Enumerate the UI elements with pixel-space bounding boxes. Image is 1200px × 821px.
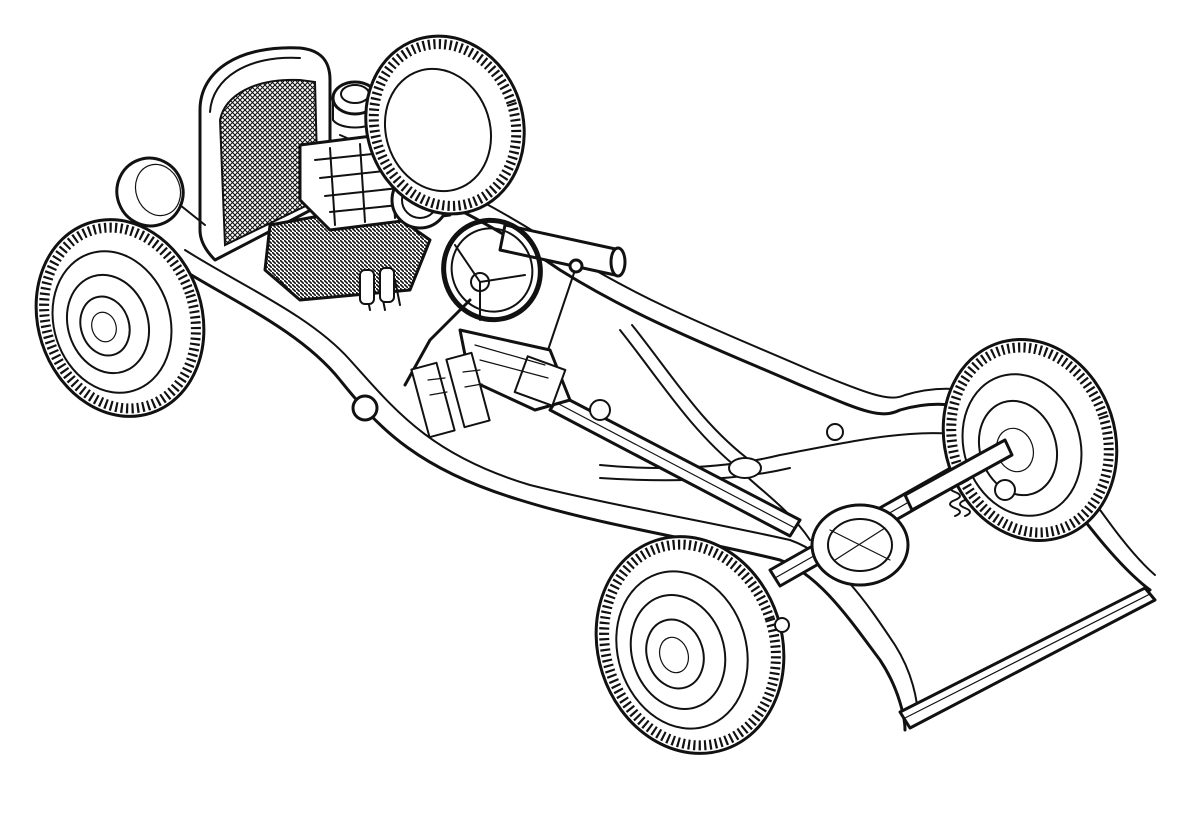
transmission — [458, 328, 572, 412]
gear-shifter — [547, 258, 584, 351]
differential — [810, 503, 910, 587]
rear-wheel-left — [594, 535, 786, 755]
driveshaft — [548, 393, 802, 538]
radiator-grille — [198, 46, 332, 262]
rear-wheel-right — [941, 337, 1119, 543]
rear-cross-bar — [898, 586, 1157, 730]
frame-rail-left — [173, 249, 919, 732]
exhaust-pipe — [498, 223, 627, 278]
front-wheel-right — [364, 34, 526, 216]
pedals — [410, 351, 491, 439]
axle-overlay — [903, 438, 1016, 512]
headlight — [115, 156, 206, 228]
front-wheel-left — [34, 218, 206, 418]
front-mount — [351, 394, 844, 633]
